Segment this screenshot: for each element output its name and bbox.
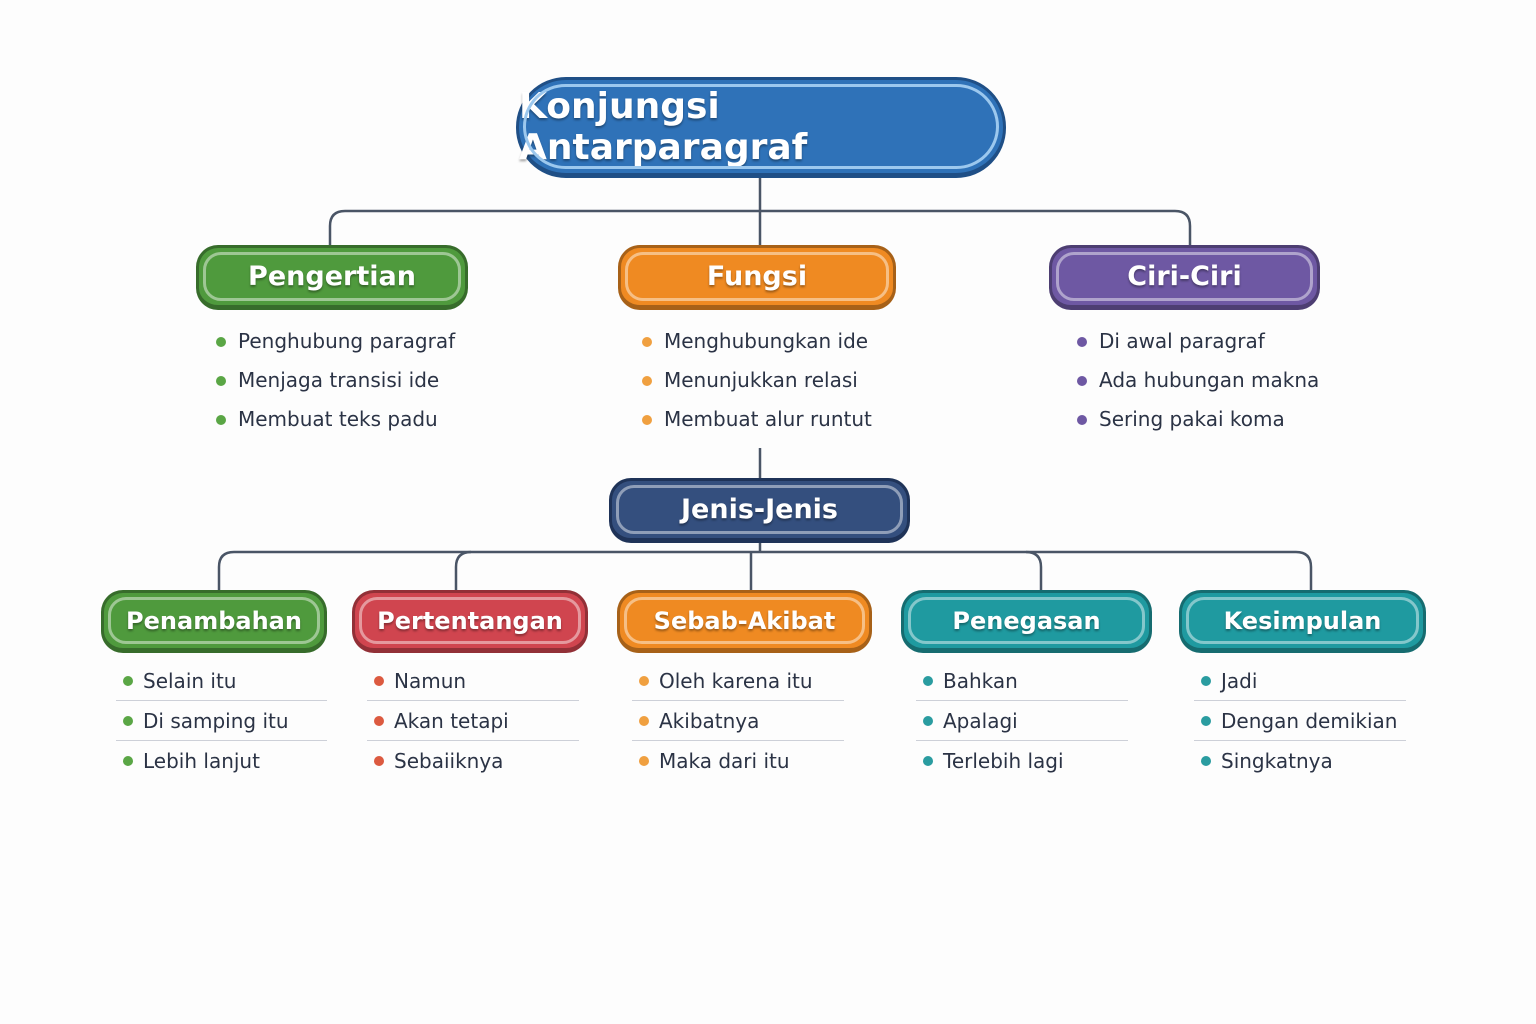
list-item: Di awal paragraf xyxy=(1077,322,1319,361)
section-ciri-ciri: Ciri-Ciri xyxy=(1049,245,1320,310)
type-penambahan: Penambahan xyxy=(101,590,327,653)
list-item: Apalagi xyxy=(916,701,1128,741)
bullet-icon xyxy=(216,337,226,347)
list-item: Oleh karena itu xyxy=(632,661,844,701)
list-item: Akan tetapi xyxy=(367,701,579,741)
list-item-text: Maka dari itu xyxy=(659,749,790,773)
list-item: Selain itu xyxy=(116,661,327,701)
list-item-text: Jadi xyxy=(1221,669,1258,693)
list-item: Akibatnya xyxy=(632,701,844,741)
list-item: Lebih lanjut xyxy=(116,741,327,781)
list-item: Menghubungkan ide xyxy=(642,322,872,361)
bullet-icon xyxy=(216,376,226,386)
bullet-icon xyxy=(1077,415,1087,425)
bullet-icon xyxy=(642,415,652,425)
bullet-icon xyxy=(374,756,384,766)
bullet-icon xyxy=(123,716,133,726)
bullet-icon xyxy=(639,716,649,726)
type-penegasan: Penegasan xyxy=(901,590,1152,653)
list-item: Menjaga transisi ide xyxy=(216,361,455,400)
bullet-icon xyxy=(123,756,133,766)
list-item: Singkatnya xyxy=(1194,741,1406,781)
section-fungsi: Fungsi xyxy=(618,245,896,310)
list-item-text: Oleh karena itu xyxy=(659,669,813,693)
list-item-text: Singkatnya xyxy=(1221,749,1333,773)
bullet-icon xyxy=(1201,756,1211,766)
list-item-text: Membuat alur runtut xyxy=(664,407,872,431)
list-item: Menunjukkan relasi xyxy=(642,361,872,400)
bullet-icon xyxy=(1201,716,1211,726)
type-kesimpulan: Kesimpulan xyxy=(1179,590,1426,653)
list-item-text: Akan tetapi xyxy=(394,709,509,733)
bullet-icon xyxy=(123,676,133,686)
bullet-icon xyxy=(1077,376,1087,386)
list-item-text: Namun xyxy=(394,669,467,693)
list-item-text: Lebih lanjut xyxy=(143,749,260,773)
bullet-icon xyxy=(639,756,649,766)
bullet-icon xyxy=(642,337,652,347)
bullet-icon xyxy=(923,676,933,686)
type-pertentangan: Pertentangan xyxy=(352,590,588,653)
bullet-icon xyxy=(374,676,384,686)
bullet-icon xyxy=(216,415,226,425)
list-item: Ada hubungan makna xyxy=(1077,361,1319,400)
list-item: Dengan demikian xyxy=(1194,701,1406,741)
list-item-text: Menunjukkan relasi xyxy=(664,368,858,392)
list-item: Sering pakai koma xyxy=(1077,400,1319,439)
list-item-text: Membuat teks padu xyxy=(238,407,438,431)
bullet-icon xyxy=(639,676,649,686)
type-sebab-akibat: Sebab-Akibat xyxy=(617,590,872,653)
list-item-text: Sebaiiknya xyxy=(394,749,504,773)
list-item: Maka dari itu xyxy=(632,741,844,781)
list-item-text: Menghubungkan ide xyxy=(664,329,869,353)
bullet-icon xyxy=(923,716,933,726)
main-title: Konjungsi Antarparagraf xyxy=(516,77,1006,178)
list-item-text: Di awal paragraf xyxy=(1099,329,1265,353)
list-item-text: Ada hubungan makna xyxy=(1099,368,1320,392)
list-item-text: Akibatnya xyxy=(659,709,760,733)
bullet-icon xyxy=(1201,676,1211,686)
list-item: Terlebih lagi xyxy=(916,741,1128,781)
list-item-text: Penghubung paragraf xyxy=(238,329,456,353)
bullet-icon xyxy=(1077,337,1087,347)
section-pengertian: Pengertian xyxy=(196,245,468,310)
list-item: Bahkan xyxy=(916,661,1128,701)
list-item: Sebaiiknya xyxy=(367,741,579,781)
list-item-text: Apalagi xyxy=(943,709,1018,733)
list-item-text: Bahkan xyxy=(943,669,1018,693)
list-item-text: Terlebih lagi xyxy=(943,749,1064,773)
list-item: Jadi xyxy=(1194,661,1406,701)
bullet-icon xyxy=(374,716,384,726)
list-item: Membuat alur runtut xyxy=(642,400,872,439)
list-item: Namun xyxy=(367,661,579,701)
bullet-icon xyxy=(923,756,933,766)
list-item: Penghubung paragraf xyxy=(216,322,455,361)
bullet-icon xyxy=(642,376,652,386)
list-item-text: Dengan demikian xyxy=(1221,709,1398,733)
list-item-text: Selain itu xyxy=(143,669,237,693)
list-item-text: Menjaga transisi ide xyxy=(238,368,440,392)
types-heading: Jenis-Jenis xyxy=(609,478,910,543)
list-item: Di samping itu xyxy=(116,701,327,741)
list-item-text: Sering pakai koma xyxy=(1099,407,1285,431)
list-item: Membuat teks padu xyxy=(216,400,455,439)
list-item-text: Di samping itu xyxy=(143,709,289,733)
